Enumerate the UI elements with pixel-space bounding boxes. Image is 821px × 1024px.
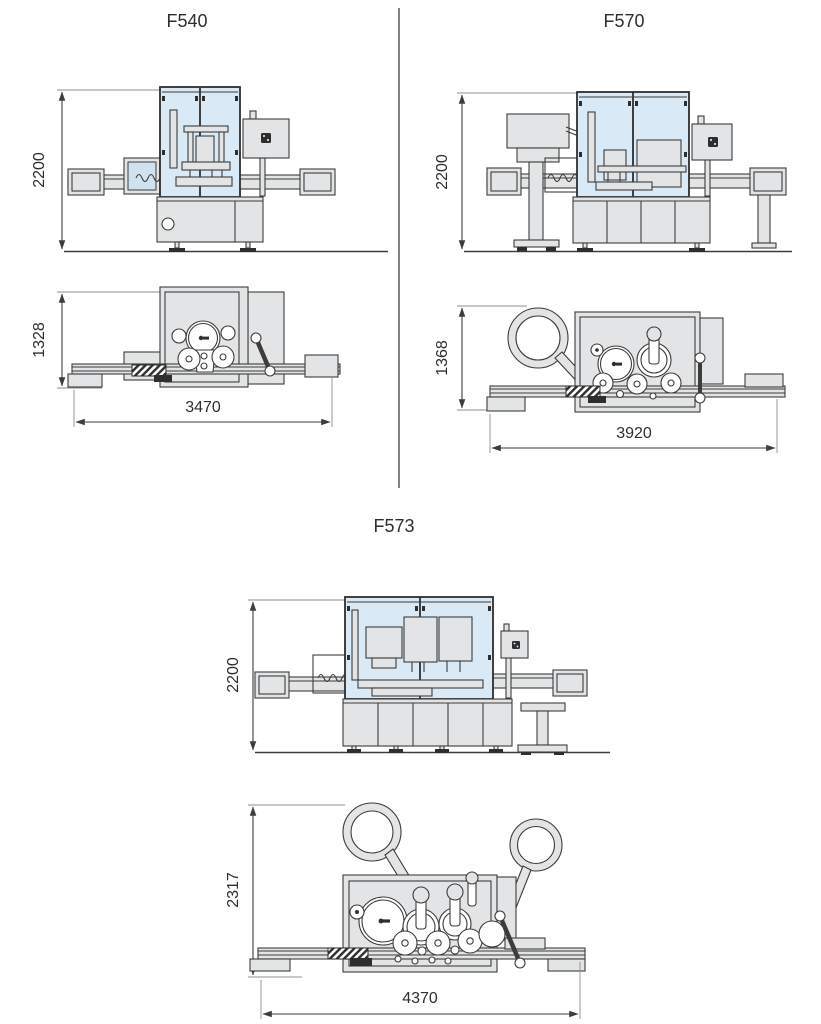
f570-interior-machinery [587,111,687,191]
display-icon [261,133,271,143]
f573-screw-feeder-top [327,947,372,966]
f573-height-label: 2200 [225,657,242,693]
f573-star-wheels [392,920,506,965]
f570-depth-dimension: 1368 [434,305,527,411]
f573-control-panel [500,623,529,699]
f540-turntable [185,320,221,356]
f573-interior-machinery [351,609,484,697]
f573-top-view: 2317 [225,802,586,1019]
f570-screw-feeder [547,173,579,183]
machine-title-f573: F573 [373,516,414,536]
f540-width-dimension: 3470 [73,378,333,427]
f570-capping-turret [636,326,672,378]
f540-depth-label: 1328 [31,322,48,358]
f573-transfer-arm [494,910,526,969]
f573-side-view: 2200 [225,596,610,755]
f540-depth-dimension: 1328 [31,291,160,389]
f570-height-label: 2200 [434,154,451,190]
f573-base-cabinet [342,698,513,753]
f540-base-cabinet [156,196,264,252]
f570-side-view: 2200 [434,91,792,253]
f570-screw-feeder-top [565,385,606,403]
f540-control-panel [242,110,290,197]
f540-star-wheels [171,325,236,373]
f573-depth-label: 2317 [225,872,242,908]
f540-side-view: 2200 [31,86,388,253]
f573-width-dimension: 4370 [260,962,581,1019]
f570-turntable [590,343,635,383]
f570-depth-label: 1368 [434,340,451,376]
f573-depth-dimension: 2317 [225,804,345,978]
f573-conveyor [254,669,588,699]
f573-height-dimension: 2200 [225,599,345,751]
f540-transfer-arm [250,332,276,377]
f573-outfeed-pedestal [517,702,568,755]
f570-star-wheels [592,372,682,400]
display-icon [512,641,520,649]
display-icon [708,137,718,147]
f573-width-label: 4370 [402,990,438,1007]
machine-title-f570: F570 [603,11,644,31]
f540-interior-machinery [169,109,233,187]
f540-width-label: 3470 [185,399,221,416]
f573-turntable [349,896,408,946]
f540-height-dimension: 2200 [31,89,160,250]
f540-screw-feeder-top [131,364,172,382]
f540-infeed-guard [123,157,161,195]
f540-top-view: 1328 [31,286,341,427]
f570-control-panel [691,115,733,197]
f540-height-label: 2200 [31,152,48,188]
machine-title-f540: F540 [166,11,207,31]
f570-base-cabinet [572,196,711,252]
f570-height-dimension: 2200 [434,92,578,250]
f570-width-dimension: 3920 [489,399,778,453]
f570-transfer-arm [694,352,706,404]
f570-top-view: 1368 [434,305,786,453]
f570-width-label: 3920 [616,425,652,442]
